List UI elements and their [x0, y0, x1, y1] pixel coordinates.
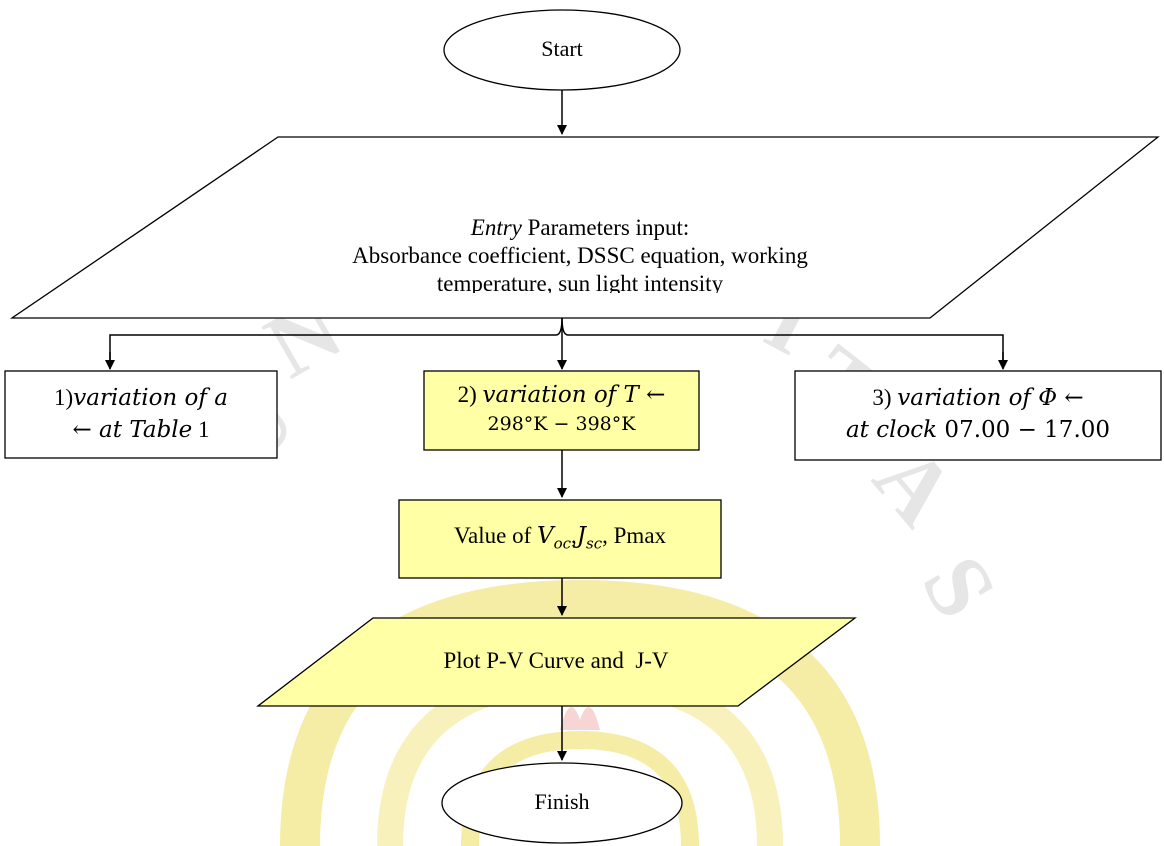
entry-parallelogram [9, 136, 1160, 319]
finish-terminator [441, 762, 683, 844]
variation-phi-line-1: 3) variation of Φ ← [872, 385, 1084, 411]
entry-line-1: Entry Parameters input: [470, 215, 690, 240]
variation-a-line-2: ← at Table 1 [72, 417, 210, 443]
variation-t-text: 2) variation of T ← 298°K − 398°K [426, 380, 697, 439]
variation-t-line-1: 2) variation of T ← [457, 382, 666, 408]
variation-a-box [4, 370, 278, 459]
variation-phi-box [794, 370, 1162, 461]
variation-a-text: 1)variation of a ← at Table 1 [10, 382, 272, 446]
variation-phi-line-2: at clock 07.00 − 17.00 [845, 417, 1111, 443]
svg-text:S: S [903, 539, 1017, 634]
variation-phi-text: 3) variation of Φ ← at clock 07.00 − 17.… [800, 382, 1156, 446]
entry-line-3: temperature, sun light intensity [436, 271, 724, 293]
start-label: Start [541, 36, 583, 61]
value-text: Value of Voc,Jsc, Pmax [453, 523, 667, 553]
value-box [398, 499, 722, 579]
plot-label: Plot P-V Curve and J-V [443, 648, 669, 673]
variation-a-line-1: 1)variation of a [54, 385, 228, 411]
finish-label: Finish [534, 789, 590, 814]
variation-t-line-2: 298°K − 398°K [487, 413, 636, 435]
variation-t-box [423, 370, 700, 451]
entry-line-2: Absorbance coefficient, DSSC equation, w… [352, 243, 808, 268]
plot-parallelogram [256, 617, 857, 707]
entry-text: Entry Parameters input: Absorbance coeff… [180, 214, 980, 293]
